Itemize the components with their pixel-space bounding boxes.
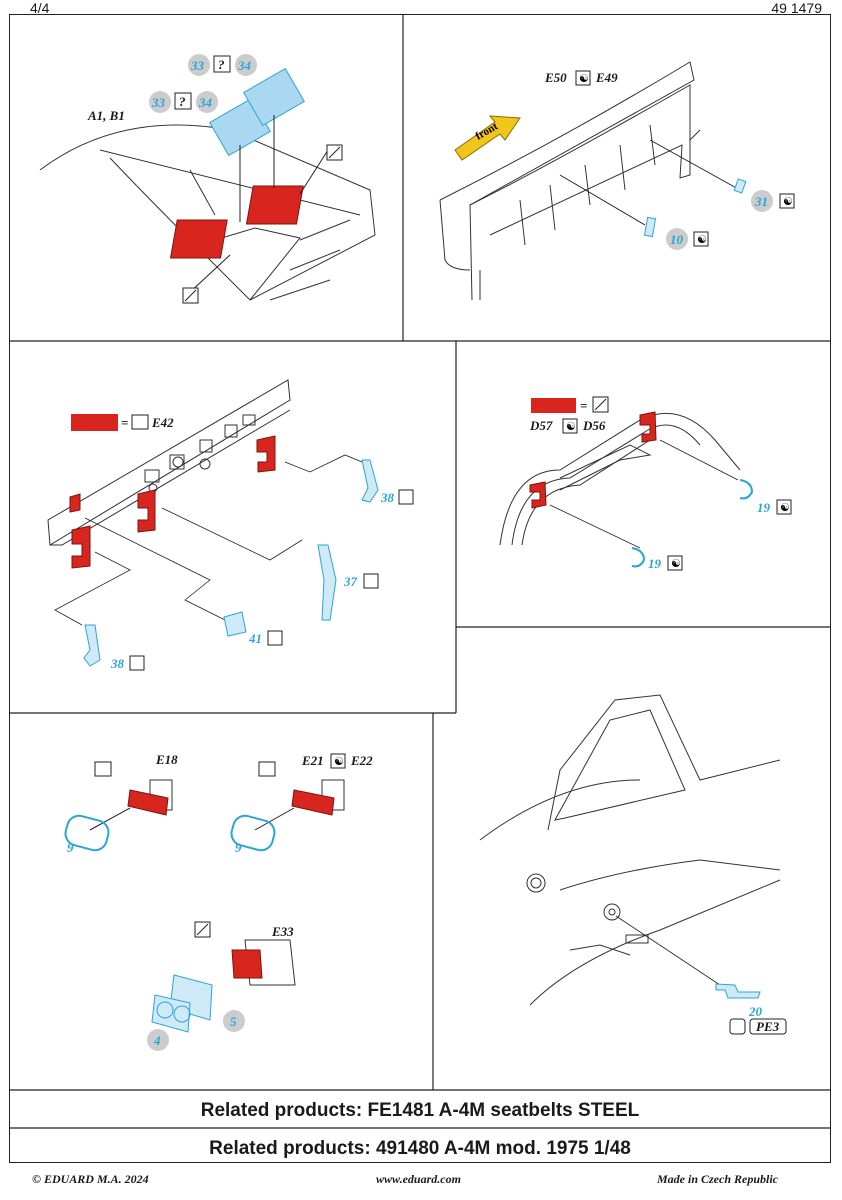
qmark-b: ? (179, 94, 186, 109)
part-d57: D57 (529, 418, 553, 433)
num-33-a: 33 (190, 58, 205, 73)
label-a1b1: A1, B1 (87, 108, 125, 123)
num-9-a: 9 (67, 840, 74, 855)
svg-text:☯: ☯ (697, 234, 707, 246)
svg-text:☯: ☯ (334, 756, 344, 768)
panel-side-console (47, 379, 291, 546)
svg-text:☯: ☯ (780, 502, 790, 514)
product-code: 49 1479 (771, 0, 822, 16)
num-38-a: 38 (380, 490, 395, 505)
svg-text:☯: ☯ (671, 558, 681, 570)
num-19-b: 19 (648, 556, 662, 571)
num-9-b: 9 (235, 840, 242, 855)
num-31: 31 (754, 194, 768, 209)
hatched-icon-1 (326, 144, 343, 161)
num-4: 4 (153, 1033, 161, 1048)
num-37: 37 (343, 574, 358, 589)
num-34-a: 34 (237, 58, 252, 73)
svg-text:☯: ☯ (783, 196, 793, 208)
related-products-1: Related products: FE1481 A-4M seatbelts … (200, 1100, 640, 1121)
svg-text:☯: ☯ (566, 421, 576, 433)
made-in: Made in Czech Republic (657, 1172, 779, 1186)
num-41: 41 (248, 631, 262, 646)
red-legend-e42 (71, 414, 118, 431)
page-number: 4/4 (30, 0, 50, 16)
panel-fuselage-canopy (479, 694, 781, 1006)
num-34-b: 34 (198, 95, 213, 110)
instruction-frame (9, 14, 831, 1163)
part-e33: E33 (271, 924, 294, 939)
red-part-1 (169, 219, 228, 259)
panel-canopy-rail (499, 412, 741, 546)
part-e22: E22 (350, 753, 373, 768)
part-e21: E21 (301, 753, 324, 768)
copyright: © EDUARD M.A. 2024 (32, 1172, 149, 1186)
front-arrow (454, 115, 521, 161)
part-pe3: PE3 (756, 1019, 780, 1034)
red-part-2 (245, 185, 304, 225)
mesh-34b (243, 67, 305, 127)
qmark-a: ? (218, 57, 225, 72)
part-d56: D56 (582, 418, 606, 433)
svg-text:☯: ☯ (579, 73, 589, 85)
num-20: 20 (748, 1004, 763, 1019)
part-e18: E18 (155, 752, 178, 767)
website: www.eduard.com (376, 1172, 461, 1186)
part-e42: E42 (151, 415, 174, 430)
panel-wing-section (39, 124, 376, 301)
num-33-b: 33 (151, 95, 166, 110)
red-legend-d (531, 398, 576, 413)
equals-d: = (580, 398, 587, 413)
related-products-2: Related products: 491480 A-4M mod. 1975 … (209, 1138, 631, 1159)
hatched-icon-2 (182, 287, 199, 304)
num-10: 10 (670, 232, 684, 247)
num-5: 5 (230, 1014, 237, 1029)
part-e50: E50 (544, 70, 567, 85)
part-e49: E49 (595, 70, 618, 85)
num-19-a: 19 (757, 500, 771, 515)
panel-cockpit-sill (439, 61, 701, 301)
equals-e42: = (121, 415, 128, 430)
num-38-b: 38 (110, 656, 125, 671)
